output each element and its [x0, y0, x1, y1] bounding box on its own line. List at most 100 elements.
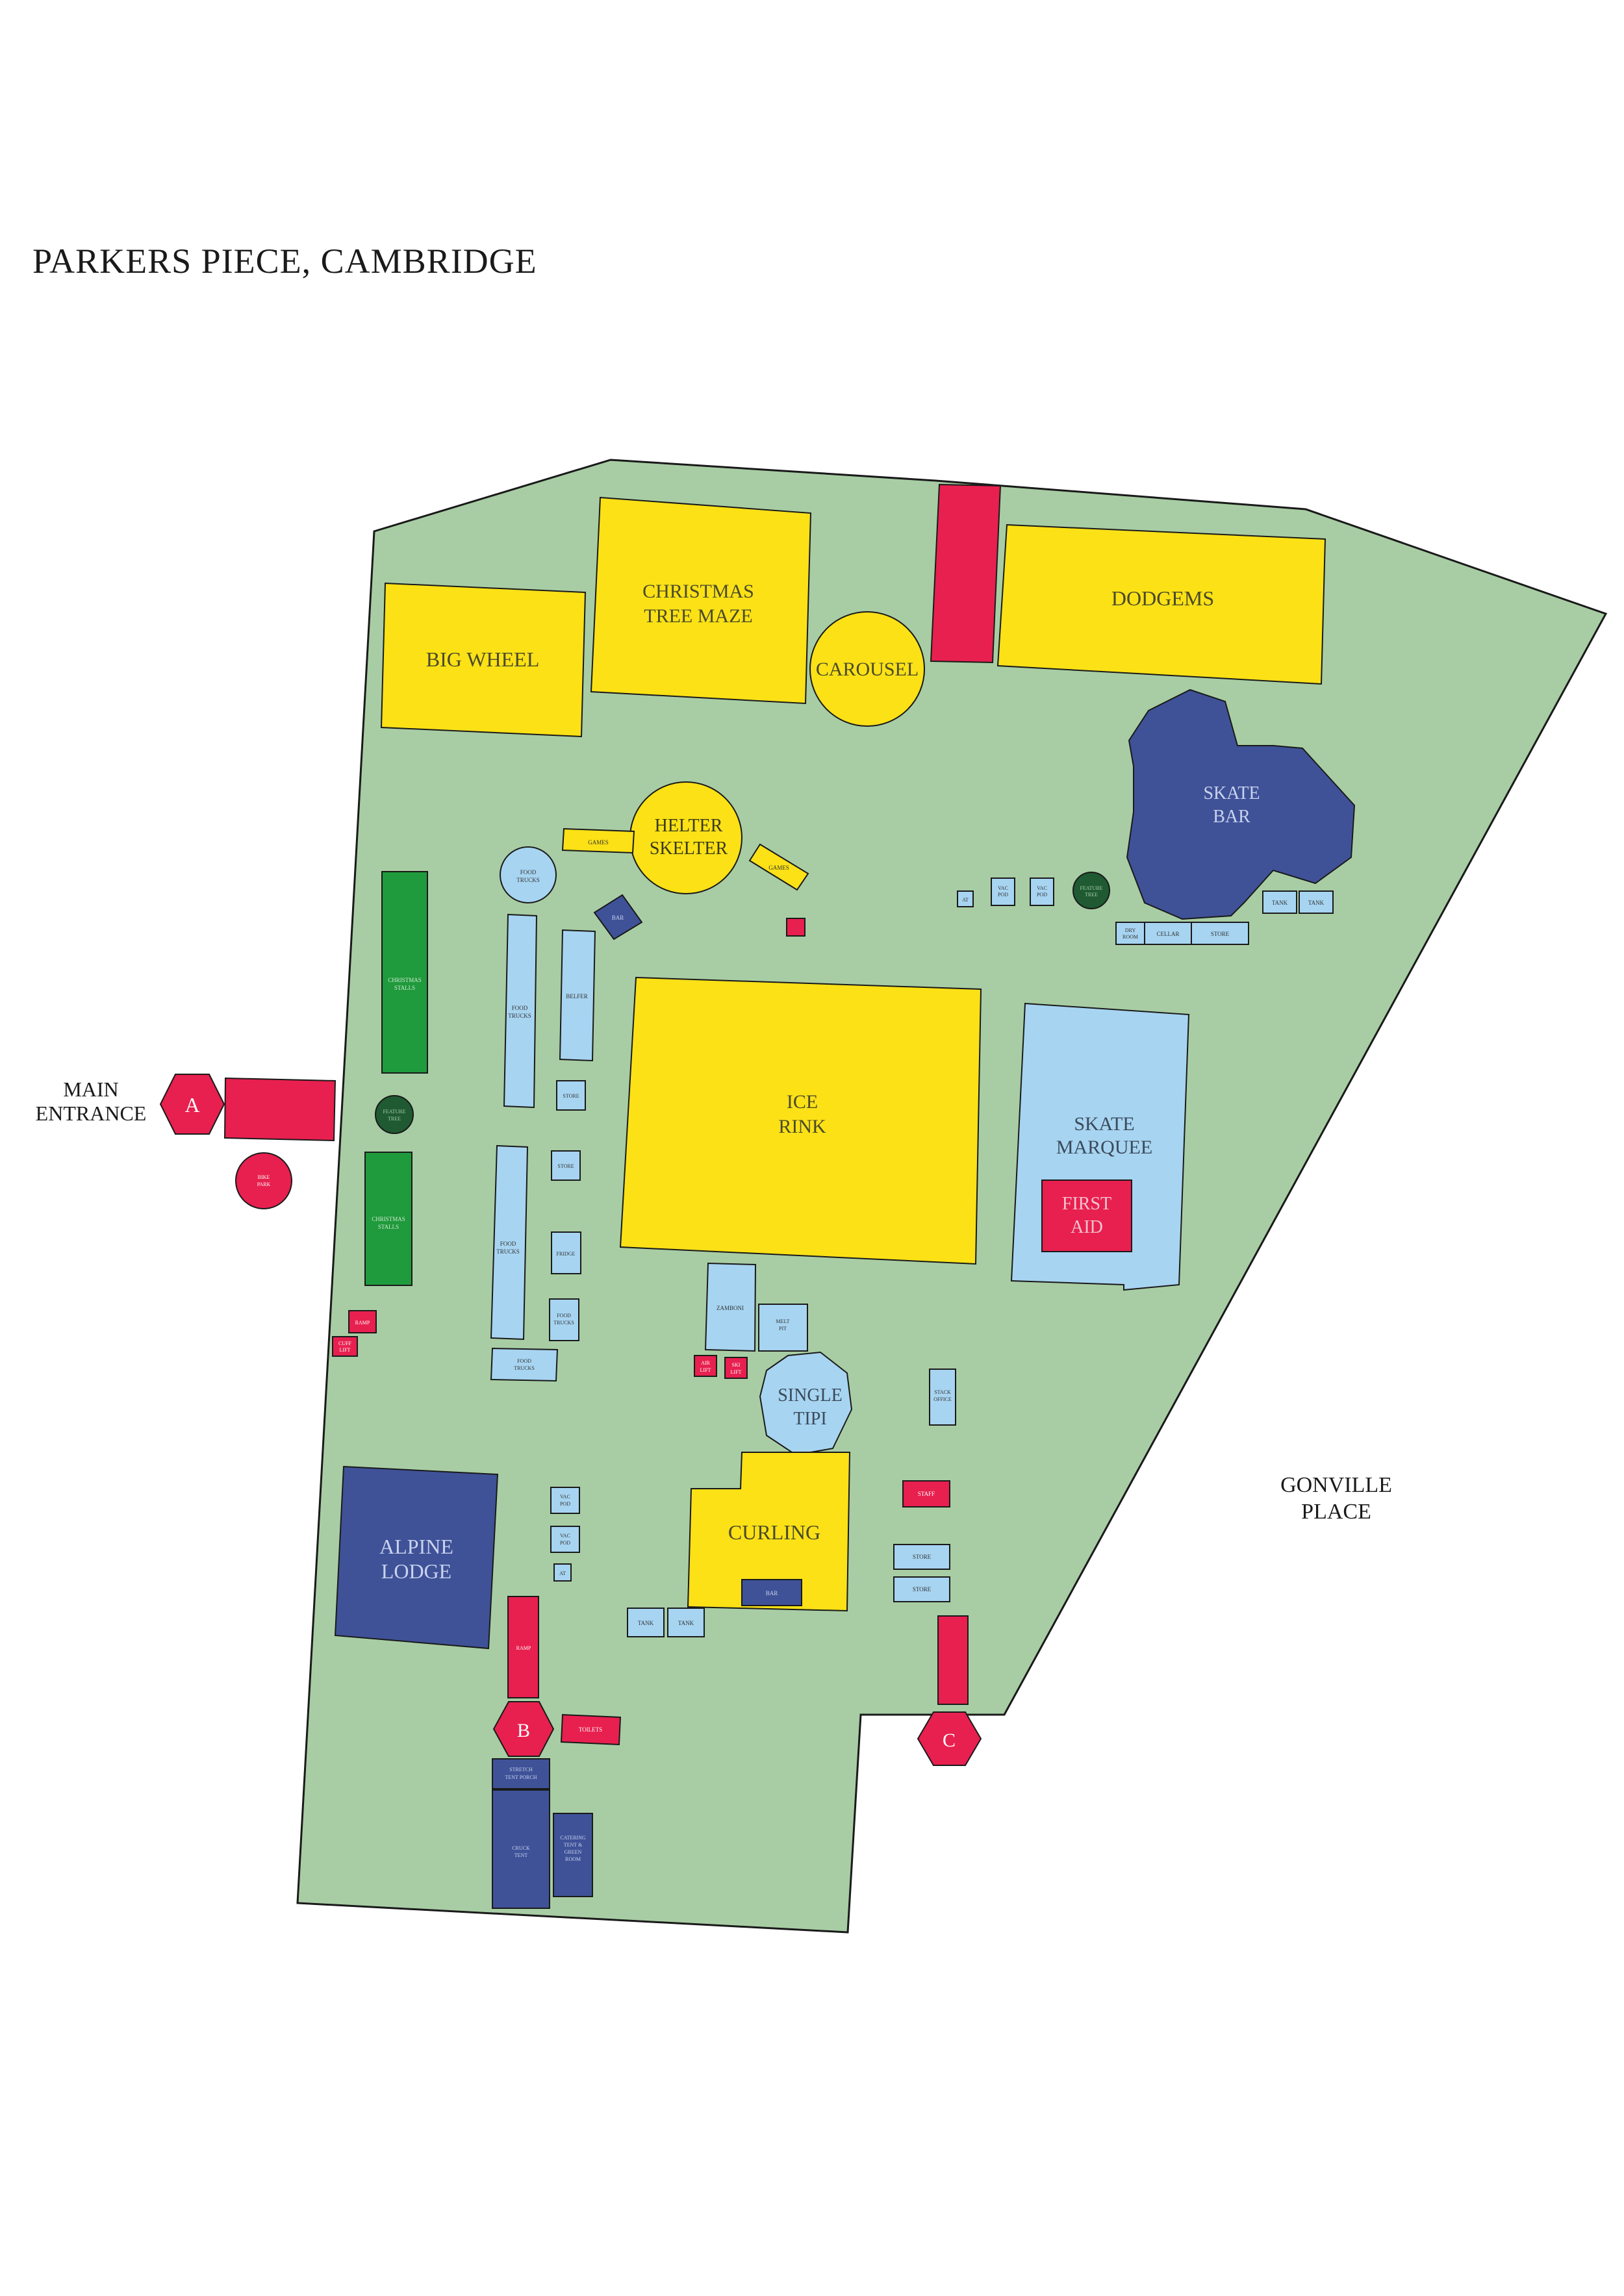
page-title: PARKERS PIECE, CAMBRIDGE: [32, 242, 537, 281]
entrance-c-marker[interactable]: [917, 1711, 982, 1766]
food-trucks-bottom[interactable]: [490, 1347, 559, 1382]
belfer[interactable]: [559, 929, 596, 1062]
store-col-2[interactable]: [551, 1150, 581, 1181]
vac-pod-bottom-1-label-2: POD: [560, 1501, 570, 1507]
store-top[interactable]: [1191, 922, 1249, 945]
single-tipi-label-1: SINGLE: [778, 1385, 843, 1406]
big-wheel-area[interactable]: [380, 582, 587, 738]
air-lift-label-1: AIR: [701, 1360, 710, 1366]
games-label-2: GAMES: [768, 864, 789, 871]
skate-bar-label-1: SKATE: [1203, 783, 1260, 803]
bike-park-label-2: PARK: [257, 1181, 271, 1187]
dodgems-area[interactable]: [996, 524, 1326, 685]
ski-lift[interactable]: [724, 1357, 748, 1379]
gonville-place-label-1: GONVILLE: [1280, 1473, 1392, 1497]
first-aid-area[interactable]: [1041, 1180, 1132, 1252]
vac-pod-bottom-1[interactable]: [550, 1487, 580, 1514]
toilets[interactable]: [560, 1713, 622, 1746]
tank-top-2-label: TANK: [1308, 900, 1325, 906]
entrance-b-label: B: [517, 1720, 530, 1741]
dry-room[interactable]: [1115, 922, 1145, 945]
feature-tree-top: [1072, 872, 1110, 909]
christmas-stalls-2[interactable]: [364, 1152, 412, 1286]
vac-pod-bottom-2[interactable]: [550, 1526, 580, 1553]
stretch-tent-porch[interactable]: [492, 1758, 550, 1789]
skate-bar-label-2: BAR: [1213, 807, 1250, 827]
tank-bottom-2[interactable]: [667, 1608, 705, 1637]
stack-office[interactable]: [929, 1369, 956, 1426]
catering-tent[interactable]: [553, 1813, 593, 1897]
alpine-lodge-area[interactable]: [334, 1465, 499, 1650]
melt-pit-label-1: MELT: [776, 1318, 789, 1324]
catering-tent-label-1: CATERING: [560, 1835, 586, 1841]
christmas-stalls-1-label-1: CHRISTMAS: [388, 977, 422, 983]
games-stall-2[interactable]: [748, 843, 809, 891]
air-lift[interactable]: [694, 1355, 717, 1377]
vac-pod-top-1-label-1: VAC: [998, 885, 1008, 891]
games-stall-1[interactable]: [561, 827, 635, 854]
ice-rink-area[interactable]: [619, 976, 982, 1265]
food-trucks-small-label-1: FOOD: [557, 1313, 571, 1318]
tank-top-1-label: TANK: [1272, 900, 1288, 906]
curling-area[interactable]: [687, 1452, 851, 1612]
alpine-lodge-label-2: LODGE: [381, 1559, 451, 1583]
helter-skelter-area[interactable]: [629, 781, 742, 894]
food-trucks-long-1[interactable]: [503, 913, 538, 1109]
staff-label: STAFF: [918, 1491, 935, 1497]
carousel-area[interactable]: [809, 611, 925, 727]
melt-pit[interactable]: [758, 1304, 808, 1352]
zamboni[interactable]: [704, 1262, 757, 1352]
store-col-1[interactable]: [556, 1080, 586, 1111]
catering-tent-label-3: GREEN: [565, 1849, 582, 1855]
fridge[interactable]: [551, 1231, 581, 1274]
cuff-lift[interactable]: [332, 1336, 358, 1357]
christmas-stalls-1-label-2: STALLS: [394, 985, 415, 991]
bar-small-top[interactable]: [593, 894, 643, 940]
food-trucks-round-label-2: TRUCKS: [516, 877, 540, 883]
stretch-tent-porch-label-1: STRETCH: [509, 1767, 533, 1772]
entrance-a-gate: [223, 1077, 336, 1142]
catering-tent-label-4: ROOM: [565, 1856, 581, 1862]
ski-lift-label-1: SKI: [732, 1362, 741, 1368]
cuff-lift-label-2: LIFT: [340, 1347, 351, 1353]
cellar[interactable]: [1144, 922, 1192, 945]
food-trucks-small[interactable]: [549, 1298, 579, 1341]
staff[interactable]: [902, 1480, 950, 1508]
dodgems-label: DODGEMS: [1111, 587, 1214, 610]
bike-park[interactable]: [235, 1152, 292, 1209]
tank-top-2[interactable]: [1299, 890, 1334, 914]
vac-pod-top-2[interactable]: [1030, 877, 1054, 906]
feature-tree-left-label-2: TREE: [388, 1116, 401, 1122]
tank-bottom-1[interactable]: [627, 1608, 665, 1637]
entrance-c-gate: [937, 1615, 969, 1705]
ramp-left[interactable]: [348, 1310, 377, 1333]
christmas-tree-maze-area[interactable]: [590, 496, 812, 705]
vac-pod-bottom-2-label-1: VAC: [560, 1533, 570, 1539]
entrance-b-marker[interactable]: [492, 1701, 555, 1757]
food-trucks-round-label-1: FOOD: [520, 869, 537, 876]
cellar-label: CELLAR: [1157, 931, 1180, 937]
ramp-bottom[interactable]: [507, 1596, 539, 1698]
food-trucks-small-label-2: TRUCKS: [553, 1320, 574, 1326]
air-lift-label-2: LIFT: [700, 1367, 711, 1373]
at-box-top[interactable]: [957, 890, 974, 907]
cruck-tent[interactable]: [492, 1789, 550, 1909]
vac-pod-top-2-label-2: POD: [1037, 892, 1047, 898]
cruck-tent-label-2: TENT: [514, 1852, 528, 1858]
tank-top-1[interactable]: [1262, 890, 1297, 914]
christmas-stalls-1[interactable]: [381, 871, 428, 1074]
curling-label: CURLING: [728, 1520, 820, 1544]
vac-pod-top-1[interactable]: [991, 877, 1015, 906]
entrance-a-marker[interactable]: [159, 1074, 225, 1135]
christmas-stalls-2-label-1: CHRISTMAS: [372, 1216, 405, 1222]
helter-skelter-label-1: HELTER: [655, 816, 723, 836]
food-trucks-round[interactable]: [500, 846, 557, 903]
store-top-label: STORE: [1211, 931, 1230, 937]
skate-bar-area[interactable]: [1126, 688, 1356, 920]
cruck-tent-label-1: CRUCK: [512, 1845, 530, 1851]
curling-bar[interactable]: [741, 1579, 802, 1606]
store-right-2[interactable]: [893, 1576, 950, 1602]
store-right-1[interactable]: [893, 1544, 950, 1570]
at-box-bottom[interactable]: [553, 1563, 572, 1582]
food-trucks-long-2[interactable]: [490, 1144, 529, 1341]
